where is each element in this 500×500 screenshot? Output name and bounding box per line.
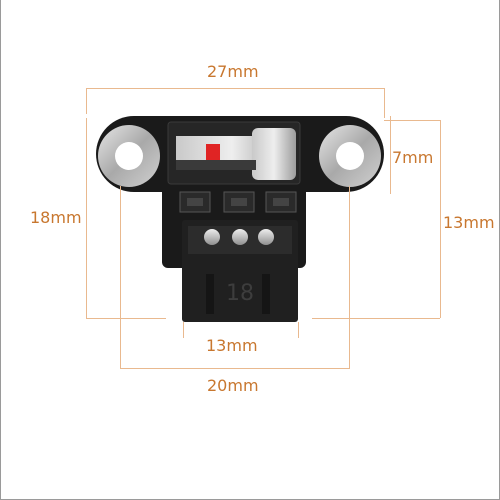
connector-marking: 18 bbox=[226, 281, 254, 306]
dim-tick-top-right bbox=[384, 88, 385, 118]
dim-tick-left-bottom bbox=[86, 318, 166, 319]
dim-tick-spacing-right bbox=[349, 186, 350, 368]
micro-switch bbox=[167, 121, 301, 185]
dim-label-18mm: 18mm bbox=[30, 208, 82, 227]
dim-line-7mm bbox=[390, 116, 391, 194]
connector-header: 18 bbox=[182, 220, 298, 322]
dim-tick-top-left bbox=[86, 88, 87, 114]
dim-label-20mm: 20mm bbox=[207, 376, 259, 395]
switch-indicator bbox=[206, 144, 220, 160]
dim-label-7mm: 7mm bbox=[392, 148, 434, 167]
dim-tick-connector-left bbox=[183, 322, 184, 338]
mounting-hole-right bbox=[319, 125, 381, 187]
dim-label-27mm: 27mm bbox=[207, 62, 259, 81]
dim-tick-connector-right bbox=[298, 322, 299, 338]
dim-line-right-13mm bbox=[440, 120, 441, 318]
dim-tick-right-bottom bbox=[312, 318, 440, 319]
smd-components bbox=[179, 191, 297, 213]
mounting-hole-left bbox=[98, 125, 160, 187]
dim-label-right-13mm: 13mm bbox=[443, 213, 495, 232]
dim-line-left-18mm bbox=[86, 118, 87, 318]
dim-tick-right-top bbox=[384, 120, 440, 121]
dim-line-20mm bbox=[120, 368, 350, 369]
dim-label-bottom-13mm: 13mm bbox=[206, 336, 258, 355]
dim-tick-spacing-left bbox=[120, 186, 121, 368]
dim-line-top bbox=[86, 88, 384, 89]
